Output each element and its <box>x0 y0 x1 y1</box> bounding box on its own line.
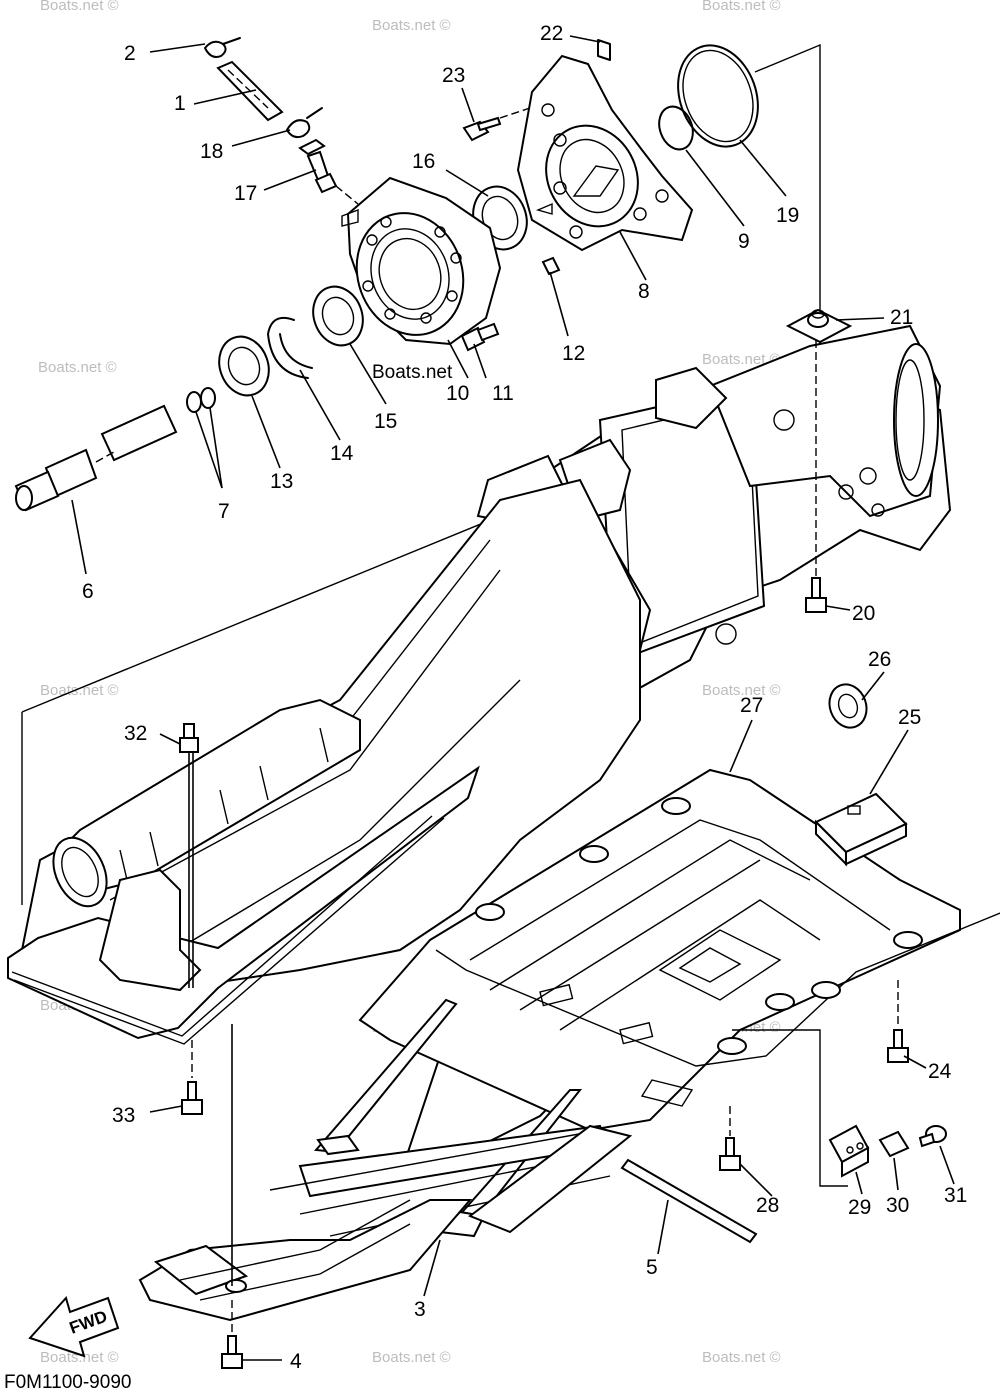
ride-plate-27 <box>358 768 1000 1132</box>
callout-25: 25 <box>898 706 921 729</box>
callout-28: 28 <box>756 1194 779 1217</box>
strip-5 <box>620 1158 758 1244</box>
grommet-21 <box>785 308 853 344</box>
o-ring-9 <box>658 105 694 151</box>
watermark: Boats.net © <box>702 1349 781 1366</box>
callout-17: 17 <box>234 182 257 205</box>
intake-duct <box>7 478 641 1045</box>
watermark: Boats.net © <box>40 682 119 699</box>
callout-1: 1 <box>174 92 186 115</box>
callout-18: 18 <box>200 140 223 163</box>
callout-33: 33 <box>112 1104 135 1127</box>
callout-24: 24 <box>928 1060 952 1083</box>
grommet-26 <box>828 683 868 729</box>
callout-32: 32 <box>124 722 147 745</box>
watermark-inline: Boats.net <box>372 362 453 383</box>
watermark: Boats.net © <box>40 1349 119 1366</box>
hose-clamp-18 <box>286 107 323 139</box>
callout-3: 3 <box>414 1298 426 1321</box>
o-ring-19 <box>677 44 759 148</box>
callout-14: 14 <box>330 442 354 465</box>
o-rings-7 <box>186 387 216 413</box>
bearing-13 <box>218 335 270 397</box>
block-29 <box>828 1124 870 1178</box>
callout-29: 29 <box>848 1196 871 1219</box>
bearing-housing-10 <box>341 176 502 346</box>
callout-22: 22 <box>540 22 563 45</box>
intake-plate-4 <box>138 1199 473 1322</box>
leader-29-bracket <box>732 1029 848 1187</box>
callout-21: 21 <box>890 306 913 329</box>
callout-31: 31 <box>944 1184 967 1207</box>
callout-23: 23 <box>442 64 465 87</box>
watermark: Boats.net © <box>40 0 119 14</box>
watermark: Boats.net © <box>38 359 117 376</box>
callout-4: 4 <box>290 1350 302 1373</box>
leader-lines <box>71 35 955 1361</box>
bearing-15 <box>312 285 364 347</box>
callout-15: 15 <box>374 410 397 433</box>
bolt-11 <box>460 322 500 352</box>
watermark: Boats.net © <box>702 682 781 699</box>
bracket-25 <box>814 792 908 867</box>
callout-20: 20 <box>852 602 875 625</box>
dowel-pin-12 <box>541 256 561 276</box>
drive-shaft-6 <box>14 404 178 512</box>
callout-27: 27 <box>740 694 763 717</box>
callout-5: 5 <box>646 1256 658 1279</box>
hose-clamp-2 <box>204 37 241 58</box>
bolt-28 <box>719 1106 741 1171</box>
impeller-housing-8 <box>516 54 694 252</box>
diagram-code: F0M1100-9090 <box>4 1372 131 1393</box>
callout-30: 30 <box>886 1194 909 1217</box>
callout-6: 6 <box>82 580 94 603</box>
callout-26: 26 <box>868 648 891 671</box>
callout-2: 2 <box>124 42 136 65</box>
callout-12: 12 <box>562 342 585 365</box>
bolt-23 <box>462 101 549 142</box>
callout-16: 16 <box>412 150 435 173</box>
callout-9: 9 <box>738 230 750 253</box>
fwd-arrow-icon: FWD <box>28 1295 120 1358</box>
circlip-14 <box>267 316 313 379</box>
plate-30 <box>878 1130 910 1158</box>
fitting-17 <box>298 138 359 205</box>
intake-grate-3 <box>269 998 633 1238</box>
callout-10: 10 <box>446 382 469 405</box>
watermark: Boats.net © <box>372 1349 451 1366</box>
screw-31 <box>918 1125 947 1148</box>
stud-32 <box>179 723 199 988</box>
bolt-33 <box>181 1040 203 1115</box>
callout-7: 7 <box>218 500 230 523</box>
callout-19: 19 <box>776 204 799 227</box>
bolt-4 <box>221 1300 243 1369</box>
callout-8: 8 <box>638 280 650 303</box>
bolt-20 <box>805 577 827 613</box>
callout-labels: 2 1 18 17 22 23 16 8 9 19 12 10 11 15 14… <box>82 22 967 1373</box>
plate-22 <box>597 39 611 61</box>
watermark: Boats.net © <box>702 351 781 368</box>
bolt-24 <box>887 980 909 1063</box>
callout-13: 13 <box>270 470 293 493</box>
exploded-view-frame <box>21 43 821 905</box>
watermark: Boats.net © <box>372 17 451 34</box>
watermark: Boats.net © <box>702 0 781 14</box>
callout-11: 11 <box>492 382 514 405</box>
